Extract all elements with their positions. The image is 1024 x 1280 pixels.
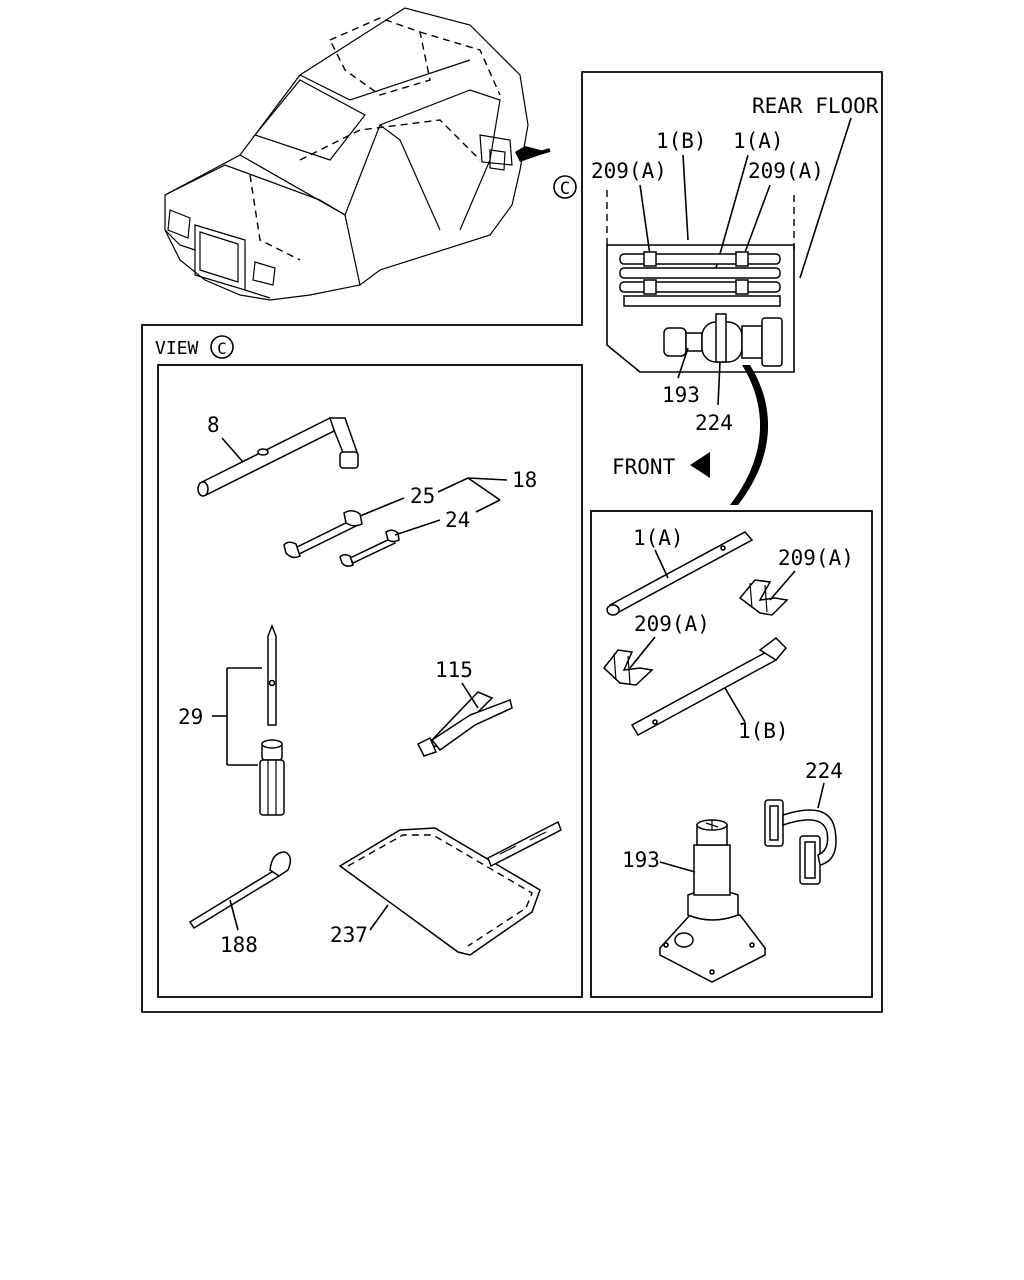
- front-arrow-icon: [690, 452, 710, 478]
- jack-193-part: 193: [622, 819, 767, 983]
- ref-1a-detail-label: 1(A): [633, 526, 684, 550]
- detail-pointer-icon: [730, 365, 769, 505]
- ref-209a-top-right-label: 209(A): [748, 159, 824, 183]
- ref-24-label: 24: [445, 508, 470, 532]
- ref-237-label: 237: [330, 923, 368, 947]
- strap-224-part: 224: [764, 759, 843, 885]
- callout-circle-icon: [553, 175, 577, 199]
- bar-1a-part: 1(A): [606, 526, 754, 616]
- ref-1b-top-label: 1(B): [656, 129, 707, 153]
- ref-115-label: 115: [435, 658, 473, 682]
- ref-18-label: 18: [512, 468, 537, 492]
- jack-handle-part: 188: [188, 851, 292, 957]
- ref-188-label: 188: [220, 933, 258, 957]
- ref-209a-detail-left-label: 209(A): [634, 612, 710, 636]
- clip-209a-parts: 209(A) 209(A): [602, 546, 854, 686]
- ref-193-detail-label: 193: [622, 848, 660, 872]
- ref-1a-top-label: 1(A): [733, 129, 784, 153]
- view-circle-icon: [210, 335, 234, 359]
- detail-panel: 1(A) 209(A) 209(A) 1(B): [602, 526, 854, 983]
- screwdriver-part: 29: [178, 623, 285, 816]
- callout-letter: C: [560, 179, 570, 199]
- spanner-parts: 25 24 18: [283, 468, 537, 567]
- rear-floor-inset: REAR FLOOR 1(B) 1(A) 209(A) 209(A) 193 2…: [591, 94, 879, 505]
- ref-209a-detail-top-label: 209(A): [778, 546, 854, 570]
- ref-29-label: 29: [178, 705, 203, 729]
- view-label: VIEW: [155, 338, 199, 359]
- bar-1b-part: 1(B): [630, 637, 789, 743]
- wheel-wrench-part: 8: [197, 413, 359, 497]
- ref-1b-detail-label: 1(B): [738, 719, 789, 743]
- view-letter: C: [217, 339, 227, 358]
- ref-224-detail-label: 224: [805, 759, 843, 783]
- tool-panel: 8 25 24 18: [178, 413, 562, 957]
- pliers-part: 115: [416, 658, 513, 757]
- ref-209a-top-left-label: 209(A): [591, 159, 667, 183]
- ref-224-top-label: 224: [695, 411, 733, 435]
- ref-193-top-label: 193: [662, 383, 700, 407]
- rear-floor-label: REAR FLOOR: [752, 94, 879, 118]
- diagram-frames: [141, 71, 883, 1013]
- front-label: FRONT: [612, 455, 676, 479]
- vehicle-body-illustration: C: [164, 7, 577, 301]
- ref-8-label: 8: [207, 413, 220, 437]
- ref-25-label: 25: [410, 484, 435, 508]
- view-c-heading: VIEW C: [155, 335, 234, 359]
- tool-bag-part: 237: [330, 820, 562, 956]
